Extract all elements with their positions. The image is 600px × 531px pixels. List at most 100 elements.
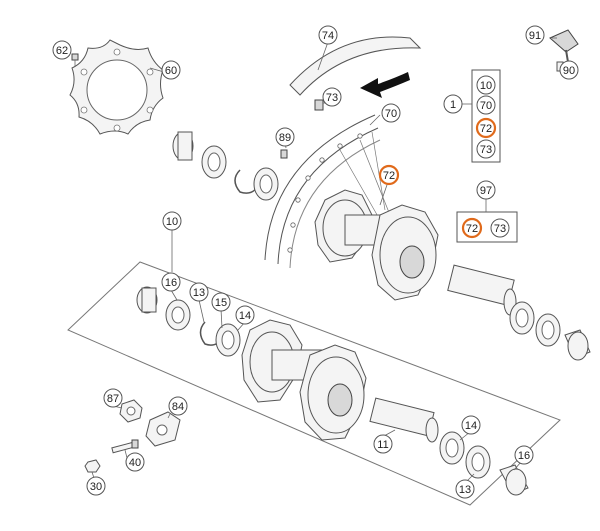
callout-circle [461,415,481,435]
callout-circle [168,396,188,416]
bearing-right-upper [509,301,535,335]
callout-72: 72 [378,164,400,186]
spacer-left-upper [172,131,194,161]
callout-10: 10 [476,75,496,95]
callout-30: 30 [86,476,106,496]
valve-cap [314,99,324,111]
spoke-nipple [280,149,288,159]
callout-number: 84 [172,401,184,413]
callout-91: 91 [525,25,545,45]
callout-circle [161,272,181,292]
callout-97: 97 [476,180,496,200]
callout-circle [373,434,393,454]
hub-assembly-upper [314,189,439,301]
callout-number: 14 [239,310,251,322]
callout-circle [514,445,534,465]
axle-clamp [145,411,181,447]
callout-14: 14 [235,305,255,325]
callout-number: 89 [279,132,291,144]
callout-circle [318,25,338,45]
callout-circle [461,217,483,239]
callout-circle [275,127,295,147]
callout-circle [322,87,342,107]
callout-73: 73 [490,218,510,238]
callout-circle [211,292,231,312]
circlip-upper [234,169,259,194]
callout-73: 73 [322,87,342,107]
seal-left-upper [201,145,227,179]
spacer-right-upper [564,329,591,361]
callout-circle [381,103,401,123]
callout-10: 10 [162,211,182,231]
callout-circle [455,479,475,499]
axle-spacer-lower [369,397,439,443]
callout-number: 72 [383,170,395,182]
callout-13: 13 [189,282,209,302]
callout-70: 70 [476,95,496,115]
seal-left-lower [165,299,191,331]
seal-right-lower [465,445,491,479]
callout-circle [476,139,496,159]
callout-number: 13 [459,484,471,496]
callout-62: 62 [52,40,72,60]
callout-74: 74 [318,25,338,45]
callout-circle [162,211,182,231]
callout-number: 90 [563,65,575,77]
callout-circle [125,452,145,472]
callout-circle [490,218,510,238]
callout-72: 72 [461,217,483,239]
small-nut [84,459,101,473]
callout-number: 16 [165,277,177,289]
callout-87: 87 [103,388,123,408]
callout-circle [52,40,72,60]
spacer-left-lower [136,286,158,314]
callout-circle [476,95,496,115]
callout-circle [161,60,181,80]
callout-84: 84 [168,396,188,416]
callout-circle [559,60,579,80]
wheel-rim [264,114,381,269]
callout-number: 73 [326,92,338,104]
callout-number: 70 [385,108,397,120]
callout-circle [103,388,123,408]
callout-number: 74 [322,30,334,42]
callout-circle [235,305,255,325]
rim-tape [289,36,422,96]
callout-circle [378,164,400,186]
callout-circle [189,282,209,302]
callout-13: 13 [455,479,475,499]
valve-tool [549,29,579,63]
callout-1: 1 [443,94,463,114]
callout-number: 60 [165,65,177,77]
callout-15: 15 [211,292,231,312]
callout-number: 11 [377,439,388,451]
axle-spacer [447,264,517,316]
callout-number: 10 [166,216,178,228]
callout-circle [443,94,463,114]
bearing-left-upper [253,167,279,201]
callout-number: 13 [193,287,205,299]
callout-circle [475,117,497,139]
bearing-right-lower [439,431,465,465]
callout-90: 90 [559,60,579,80]
callout-16: 16 [514,445,534,465]
callout-14: 14 [461,415,481,435]
callout-40: 40 [125,452,145,472]
rotation-arrow [360,72,410,98]
callout-number: 15 [215,297,227,309]
callout-72: 72 [475,117,497,139]
callout-number: 72 [466,223,478,235]
callout-number: 30 [90,481,102,493]
callout-circle [525,25,545,45]
callout-number: 10 [480,80,492,92]
callout-11: 11 [373,434,393,454]
callout-16: 16 [161,272,181,292]
callout-number: 1 [450,99,456,111]
callout-circle [86,476,106,496]
callout-number: 87 [107,393,119,405]
hub-body-lower [241,319,367,441]
brake-disc [69,39,164,135]
callout-circle [476,75,496,95]
